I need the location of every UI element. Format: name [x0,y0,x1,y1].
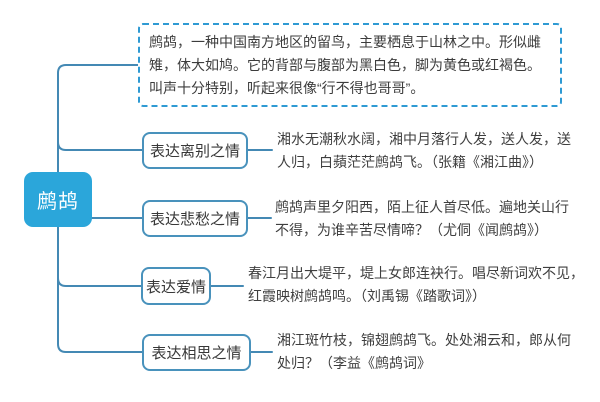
description-line: 叫声十分特别，听起来很像“行不得也哥哥”。 [149,80,425,96]
branch-label: 表达相思之情 [151,345,242,362]
branch-poem-yearning: 湘江斑竹枝，锦翅鹧鸪飞。处处湘云和，郎从何 处归？（李益《鹧鸪词》 [277,329,571,375]
description-box: 鹧鸪，一种中国南方地区的留鸟，主要栖息于山林之中。形似雌 雉，体大如鸠。它的背部… [138,23,562,107]
branch-node-farewell: 表达离别之情 [142,132,248,169]
poem-line: 湘水无潮秋水阔，湘中月落行人发，送人发，送 [277,131,571,147]
branch-node-sorrow: 表达悲愁之情 [142,200,248,237]
poem-line: 人归，白蘋茫茫鹧鸪飞。（张籍《湘江曲》） [277,154,543,170]
poem-line: 红霞映树鹧鸪鸣。（刘禹锡《踏歌词》） [248,288,486,304]
root-label: 鹧鸪 [37,191,79,213]
branch1-connector [57,141,143,151]
poem-line: 不得，为谁辛苦尽情啼？（尤侗《闻鹧鸪》） [275,222,548,238]
description-line: 鹧鸪，一种中国南方地区的留鸟，主要栖息于山林之中。形似雌 [149,34,541,50]
root-node: 鹧鸪 [24,172,92,227]
branch-poem-sorrow: 鹧鸪声里夕阳西，陌上征人首尽低。遍地关山行 不得，为谁辛苦尽情啼？（尤侗《闻鹧鸪… [275,196,569,242]
branch3-connector [57,277,142,287]
poem-line: 湘江斑竹枝，锦翅鹧鸪飞。处处湘云和，郎从何 [277,332,571,348]
branch-label: 表达爱情 [145,278,206,296]
branch-poem-love: 春江月出大堤平，堤上女郎连袂行。唱尽新词欢不见， 红霞映树鹧鸪鸣。（刘禹锡《踏歌… [248,262,584,308]
poem-line: 春江月出大堤平，堤上女郎连袂行。唱尽新词欢不见， [248,265,584,281]
description-line: 雉，体大如鸠。它的背部与腹部为黑白色，脚为黄色或红褐色。 [149,57,541,73]
branch-node-love: 表达爱情 [141,267,211,305]
branch-label: 表达离别之情 [149,143,240,160]
poem-line: 鹧鸪声里夕阳西，陌上征人首尽低。遍地关山行 [275,199,569,215]
poem-line: 处归？（李益《鹧鸪词》 [277,355,431,371]
branch-poem-farewell: 湘水无潮秋水阔，湘中月落行人发，送人发，送 人归，白蘋茫茫鹧鸪飞。（张籍《湘江曲… [277,128,571,174]
branch-node-yearning: 表达相思之情 [142,334,251,371]
branch-label: 表达悲愁之情 [149,211,240,228]
